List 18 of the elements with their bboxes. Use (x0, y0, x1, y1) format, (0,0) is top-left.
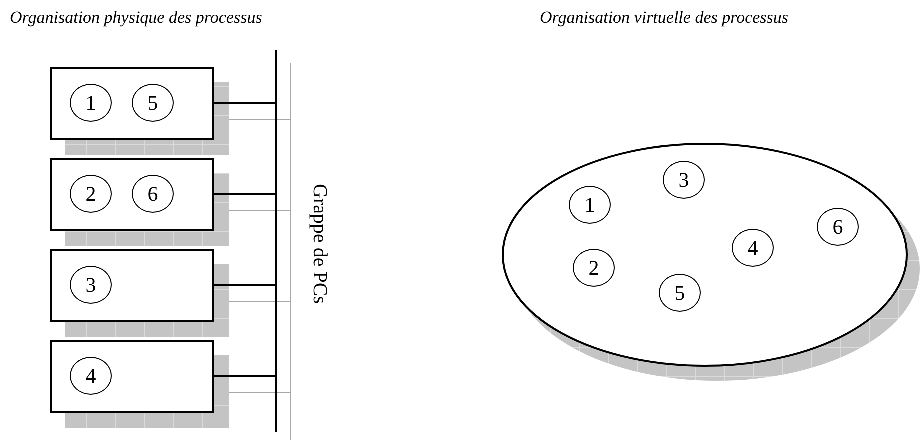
connector-line (214, 284, 275, 286)
pc-box (50, 249, 214, 322)
section-heading: Organisation physique des processus (10, 8, 262, 28)
process-circle: 2 (70, 175, 112, 213)
process-circle: 1 (70, 84, 112, 122)
bus-label: Grappe de PCs (308, 184, 331, 304)
process-circle: 5 (132, 84, 174, 122)
process-circle: 3 (70, 266, 112, 304)
pc-box (50, 158, 214, 231)
connector-line (214, 102, 275, 104)
pc-box (50, 67, 214, 140)
connector-line (214, 194, 275, 196)
cluster-ellipse (502, 143, 908, 367)
process-circle: 6 (132, 175, 174, 213)
connector-line (214, 376, 275, 378)
pc-box (50, 340, 214, 413)
section-heading: Organisation virtuelle des processus (540, 8, 789, 28)
process-circle: 4 (70, 357, 112, 395)
